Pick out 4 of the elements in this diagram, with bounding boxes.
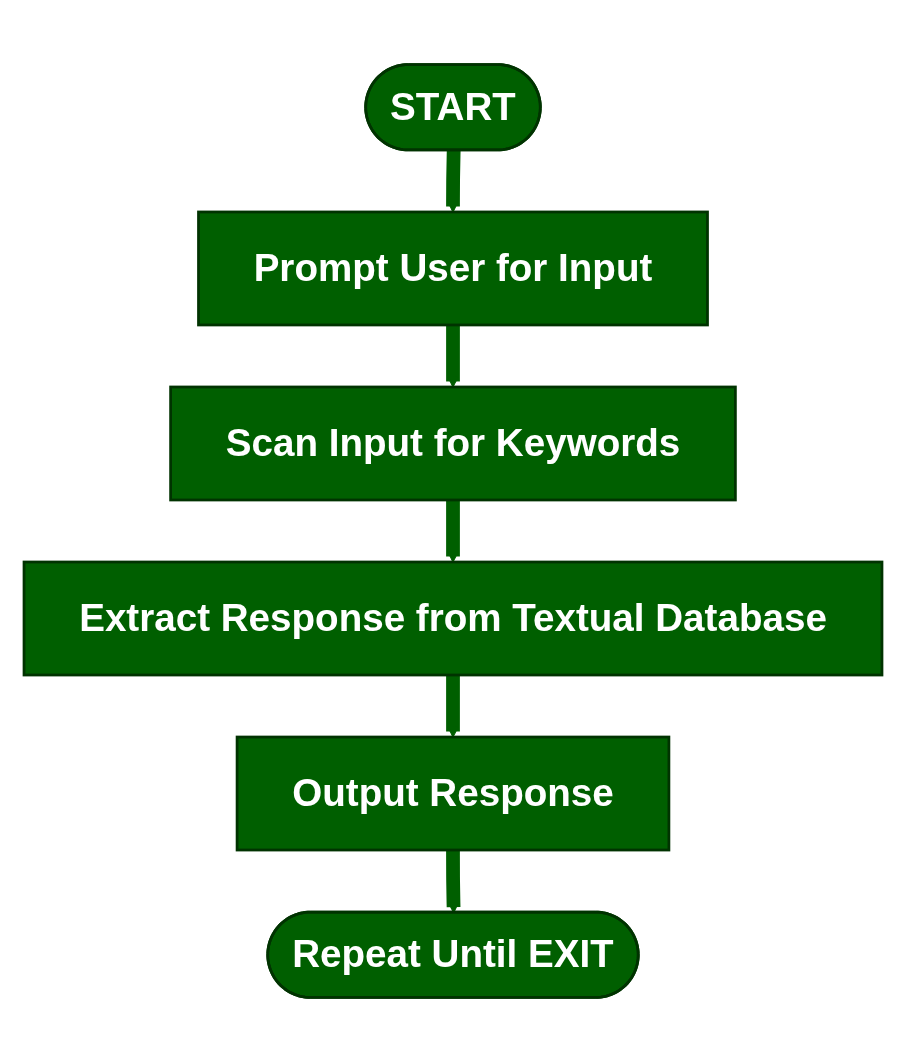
node-box: Prompt User for Input — [197, 210, 709, 326]
node-box: Output Response — [235, 735, 671, 851]
node-box: Extract Response from Textual Database — [22, 560, 884, 676]
node-box: Scan Input for Keywords — [169, 385, 737, 501]
